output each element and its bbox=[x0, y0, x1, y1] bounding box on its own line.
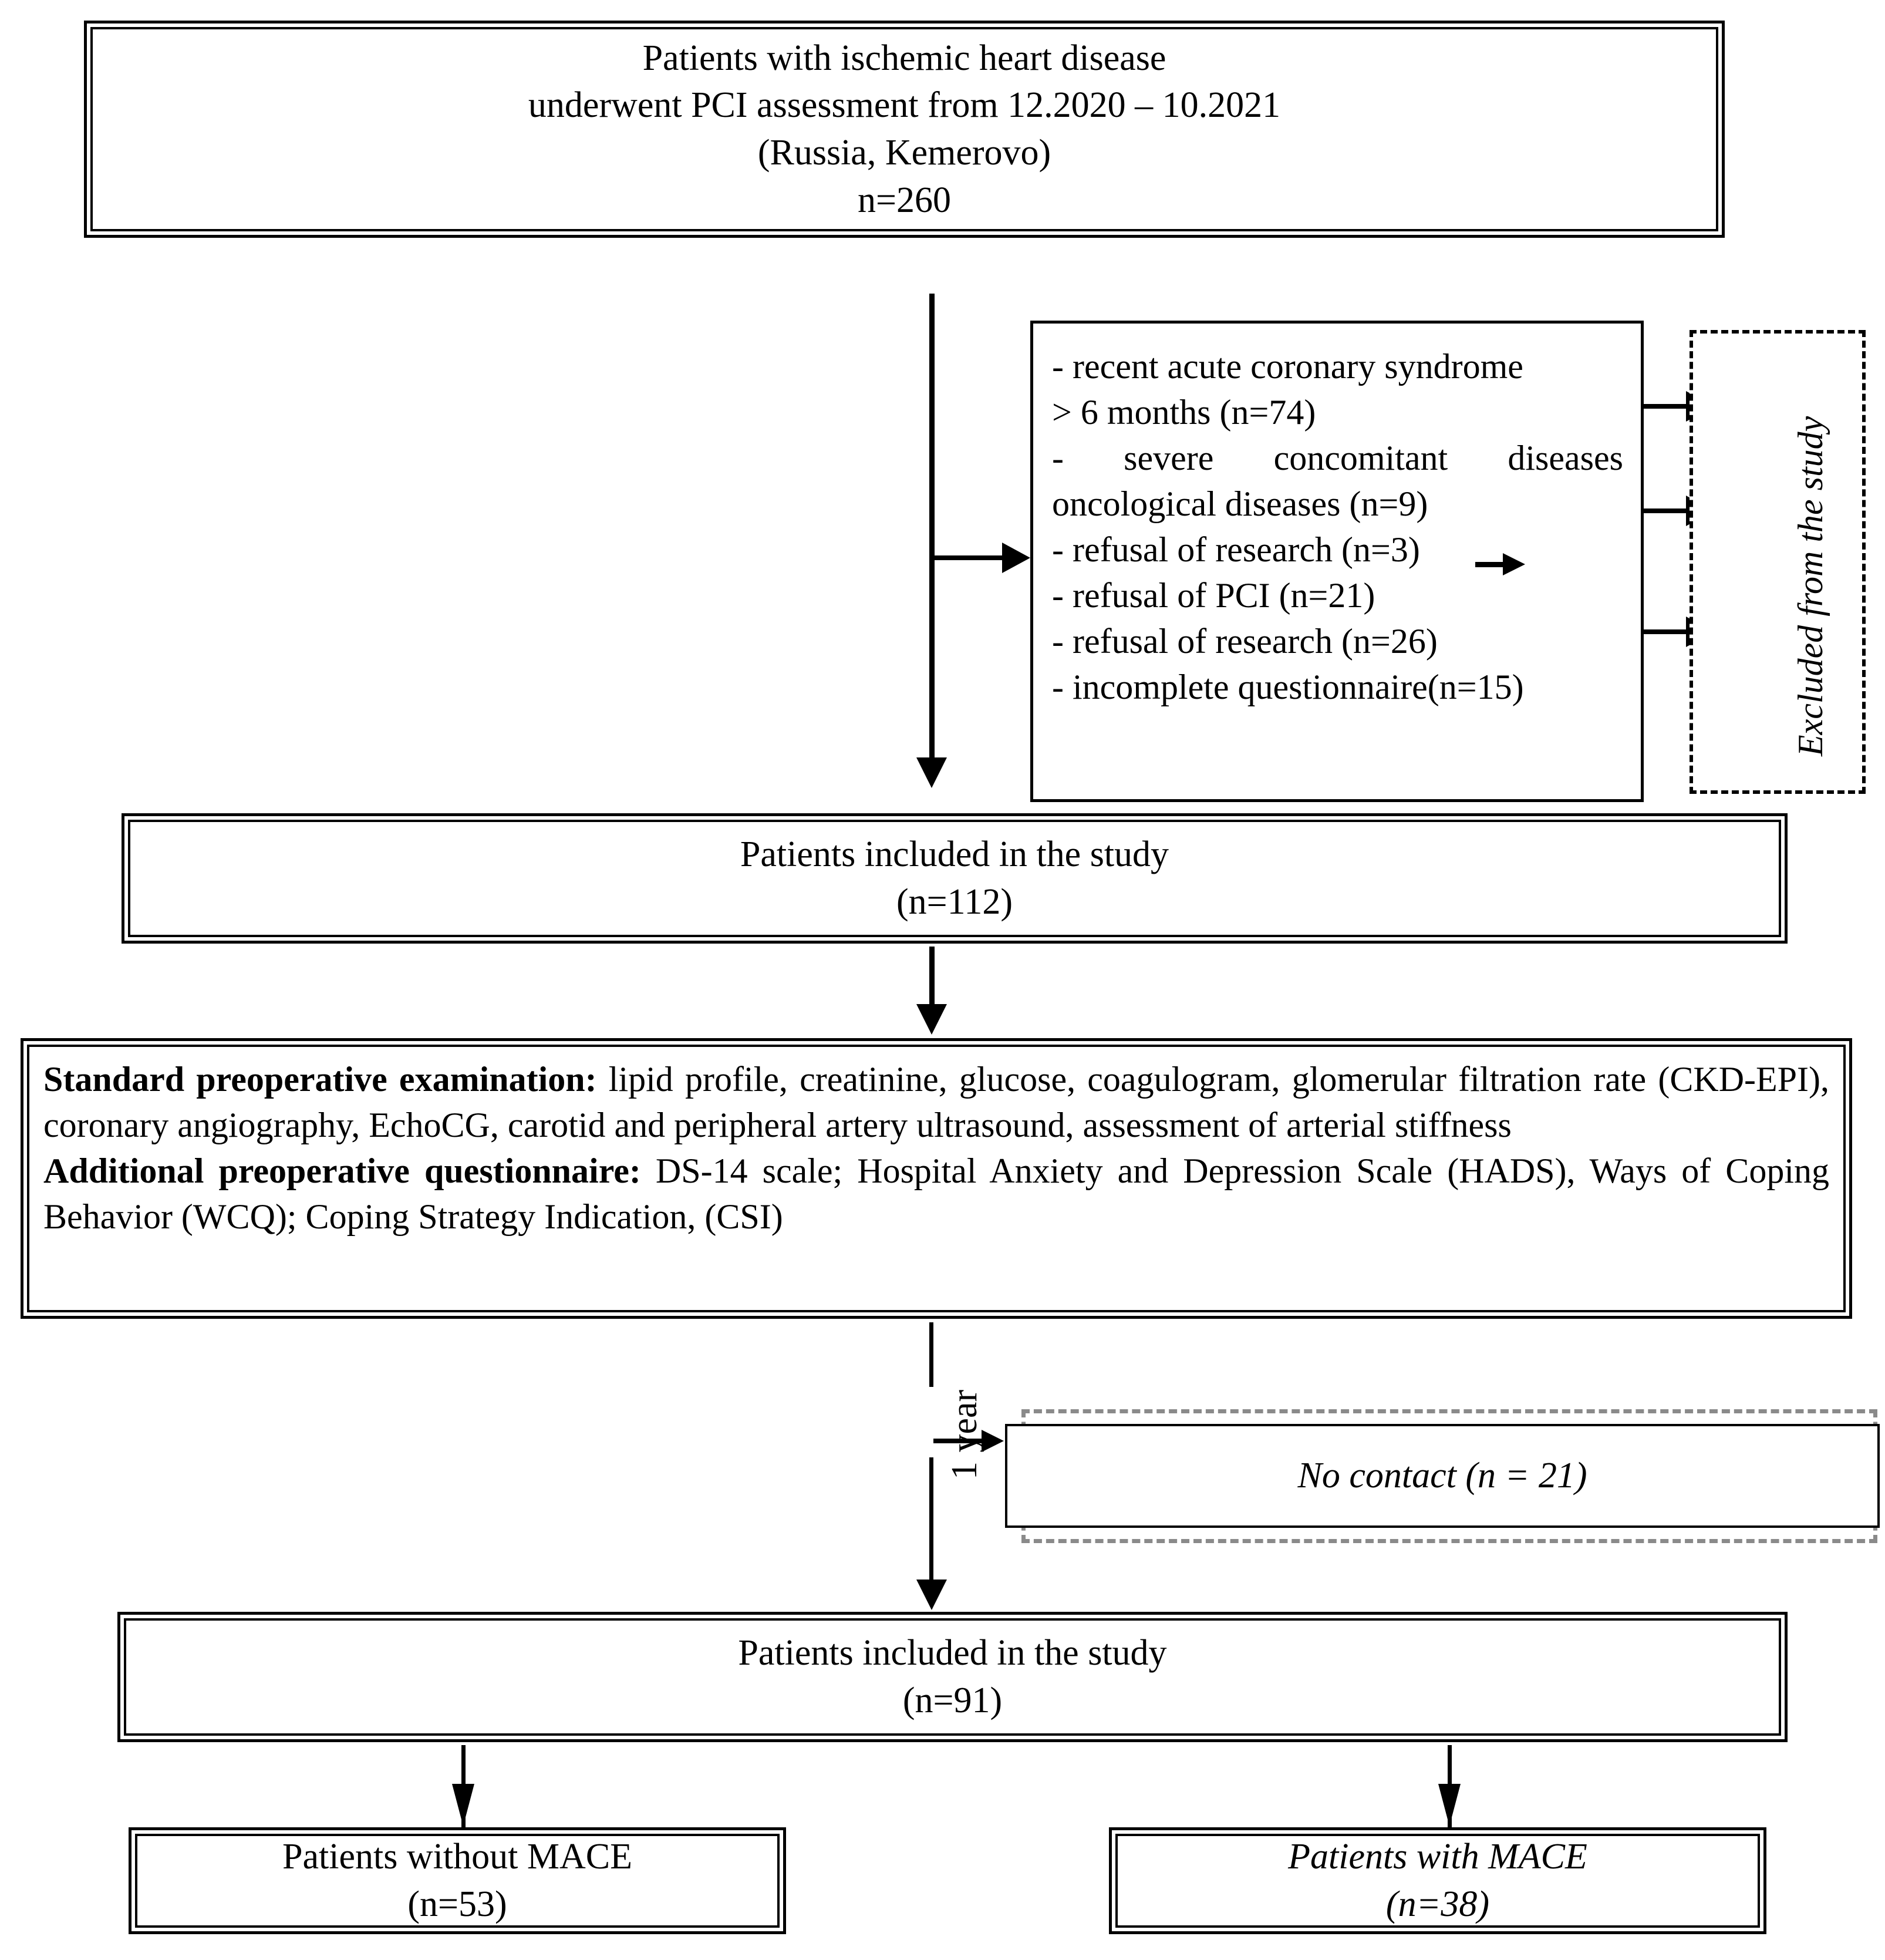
arrowhead-screened-to-included bbox=[916, 757, 947, 788]
connector-to-no-contact bbox=[933, 1439, 986, 1443]
arrowhead-branch-to-exclusions bbox=[1002, 543, 1030, 573]
followup-duration-label: 1 year bbox=[945, 1389, 984, 1480]
connector-included112-to-exam bbox=[929, 947, 935, 1008]
standard-examination-paragraph: Standard preoperative examination: lipid… bbox=[43, 1056, 1829, 1148]
exclusion-item-6: - refusal of PCI (n=21) bbox=[1052, 576, 1375, 615]
box-no-contact-inner: No contact (n = 21) bbox=[1005, 1424, 1880, 1528]
arrowhead-to-with-mace bbox=[1438, 1784, 1461, 1826]
box-screened-patients: Patients with ischemic heart disease und… bbox=[84, 21, 1725, 238]
without-mace-line-2: (n=53) bbox=[407, 1884, 507, 1924]
box-exclusion-criteria: - recent acute coronary syndrome > 6 mon… bbox=[1030, 321, 1644, 802]
additional-questionnaire-paragraph: Additional preoperative questionnaire: D… bbox=[43, 1148, 1829, 1240]
included-112-line-2: (n=112) bbox=[896, 882, 1013, 922]
connector-excluded-3 bbox=[1644, 629, 1692, 634]
exclusion-item-1: - recent acute coronary syndrome bbox=[1052, 347, 1523, 386]
inline-arrow-shaft-icon bbox=[1475, 562, 1506, 567]
exclusion-item-7: - refusal of research (n=26) bbox=[1052, 622, 1438, 661]
additional-questionnaire-label: Additional preoperative questionnaire: bbox=[43, 1151, 641, 1190]
connector-exam-to-included91-lower bbox=[929, 1457, 933, 1584]
box-without-mace: Patients without MACE (n=53) bbox=[129, 1827, 786, 1934]
arrowhead-exam-to-included91 bbox=[916, 1580, 947, 1610]
exclusion-item-3: - severe concomitant diseases bbox=[1052, 439, 1623, 477]
arrowhead-included112-to-exam bbox=[916, 1004, 947, 1035]
no-contact-label: No contact (n = 21) bbox=[1297, 1456, 1587, 1496]
connector-screened-to-included bbox=[929, 294, 935, 763]
without-mace-line-1: Patients without MACE bbox=[282, 1837, 632, 1877]
box-preoperative-examination: Standard preoperative examination: lipid… bbox=[21, 1038, 1852, 1319]
connector-excluded-2 bbox=[1644, 508, 1692, 513]
inline-arrow-right-icon bbox=[1503, 553, 1525, 575]
arrowhead-to-no-contact bbox=[982, 1430, 1004, 1452]
standard-examination-text: lipid profile, creatinine, glucose, coag… bbox=[43, 1060, 1830, 1144]
box-included-112: Patients included in the study (n=112) bbox=[122, 813, 1788, 944]
box-included-91: Patients included in the study (n=91) bbox=[117, 1612, 1788, 1742]
included-112-line-1: Patients included in the study bbox=[740, 834, 1169, 875]
screened-line-3: (Russia, Kemerovo) bbox=[757, 133, 1051, 173]
connector-excluded-1 bbox=[1644, 404, 1692, 409]
screened-line-2: underwent PCI assessment from 12.2020 – … bbox=[528, 85, 1281, 126]
with-mace-line-1: Patients with MACE bbox=[1288, 1837, 1587, 1877]
screened-line-1: Patients with ischemic heart disease bbox=[642, 38, 1166, 78]
connector-exam-to-included91-upper bbox=[929, 1322, 933, 1387]
connector-branch-to-exclusions bbox=[935, 555, 1008, 560]
exclusion-item-8: - incomplete questionnaire(n=15) bbox=[1052, 668, 1524, 706]
included-91-line-1: Patients included in the study bbox=[738, 1633, 1167, 1673]
box-with-mace: Patients with MACE (n=38) bbox=[1109, 1827, 1766, 1934]
box-excluded-from-study: Excluded from the study bbox=[1690, 330, 1866, 794]
standard-examination-label: Standard preoperative examination: bbox=[43, 1060, 597, 1099]
exclusion-item-5: - refusal of research (n=3) bbox=[1052, 530, 1420, 569]
with-mace-line-2: (n=38) bbox=[1385, 1884, 1490, 1924]
exclusion-item-2: > 6 months (n=74) bbox=[1052, 393, 1316, 432]
arrowhead-to-without-mace bbox=[452, 1784, 474, 1826]
additional-questionnaire-text: DS-14 scale; Hospital Anxiety and Depres… bbox=[43, 1151, 1829, 1236]
screened-line-4: n=260 bbox=[858, 180, 951, 220]
excluded-from-study-label: Excluded from the study bbox=[1791, 416, 1830, 756]
exclusion-item-4: oncological diseases (n=9) bbox=[1052, 484, 1428, 523]
included-91-line-2: (n=91) bbox=[902, 1681, 1003, 1720]
